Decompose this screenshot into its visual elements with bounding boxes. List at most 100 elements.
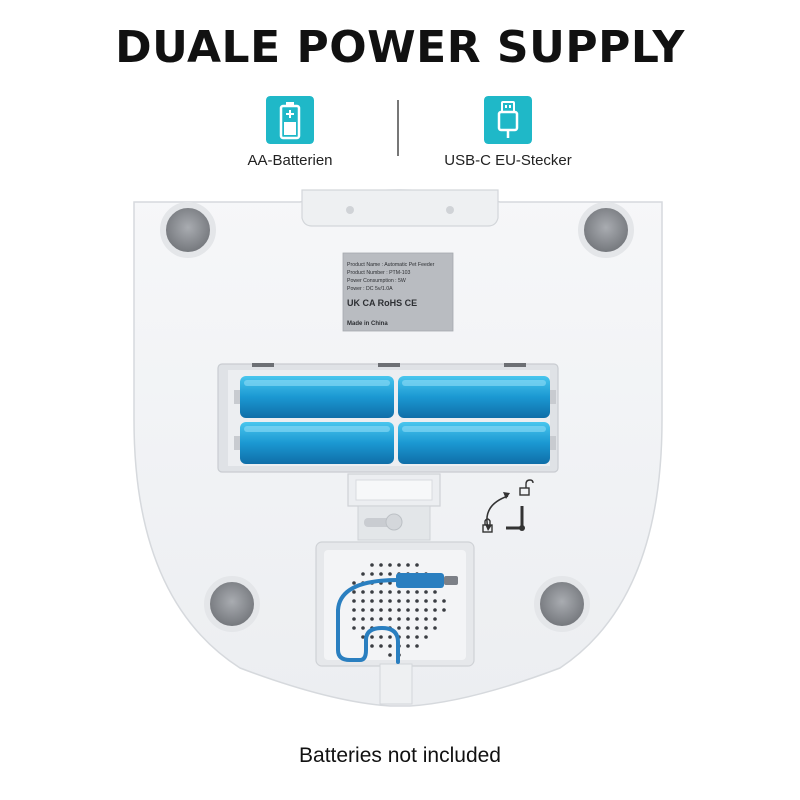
grille-hole (379, 635, 383, 639)
feature-divider (397, 100, 399, 156)
grille-hole (415, 590, 419, 594)
grille-hole (352, 626, 356, 630)
grille-hole (397, 608, 401, 612)
grille-hole (415, 599, 419, 603)
grille-hole (424, 590, 428, 594)
grille-hole (415, 617, 419, 621)
battery-cell (398, 422, 550, 464)
feature-usb-label: USB-C EU-Stecker (444, 152, 572, 169)
battery-cell (240, 422, 394, 464)
grille-hole (388, 653, 392, 657)
label-made-in: Made in China (347, 321, 388, 327)
grille-hole (406, 617, 410, 621)
grille-hole (361, 590, 365, 594)
battery-compartment (217, 363, 559, 473)
usb-plug-icon (484, 96, 532, 144)
grille-hole (397, 599, 401, 603)
grille-hole (379, 563, 383, 567)
foot-top-left (160, 202, 216, 258)
grille-hole (406, 644, 410, 648)
label-line-4: Power : DC 5v/1.0A (347, 286, 393, 292)
grille-hole (379, 572, 383, 576)
grille-hole (370, 608, 374, 612)
grille-hole (424, 626, 428, 630)
foot-bottom-right (534, 576, 590, 632)
label-line-2: Product Number : PTM-103 (347, 270, 411, 276)
grille-hole (406, 635, 410, 639)
top-notch (301, 189, 499, 227)
grille-hole (433, 590, 437, 594)
usb-c-plug (396, 573, 444, 588)
grille-hole (406, 563, 410, 567)
feature-batteries-label: AA-Batterien (247, 152, 333, 169)
battery-cell (398, 376, 550, 418)
grille-hole (370, 563, 374, 567)
grille-hole (442, 608, 446, 612)
grille-hole (361, 572, 365, 576)
grille-hole (361, 608, 365, 612)
grille-hole (352, 581, 356, 585)
unlock-icon (519, 479, 534, 496)
speaker-grille (352, 563, 446, 657)
compartment-latch (347, 473, 441, 541)
grille-hole (388, 572, 392, 576)
grille-hole (433, 617, 437, 621)
grille-hole (388, 617, 392, 621)
foot-top-right (578, 202, 634, 258)
product-label: Product Name : Automatic Pet Feeder Prod… (342, 252, 454, 332)
battery-cell (240, 376, 394, 418)
grille-hole (352, 608, 356, 612)
grille-hole (424, 635, 428, 639)
grille-hole (370, 635, 374, 639)
grille-hole (397, 590, 401, 594)
grille-hole (397, 563, 401, 567)
label-line-3: Power Consumption : 5W (347, 278, 406, 284)
grille-hole (352, 617, 356, 621)
grille-hole (370, 599, 374, 603)
grille-hole (397, 617, 401, 621)
grille-hole (406, 608, 410, 612)
grille-hole (361, 617, 365, 621)
grille-hole (415, 563, 419, 567)
feature-batteries: AA-Batterien (190, 96, 390, 169)
grille-hole (352, 599, 356, 603)
grille-hole (361, 635, 365, 639)
grille-hole (415, 644, 419, 648)
grille-hole (361, 626, 365, 630)
grille-hole (388, 608, 392, 612)
usb-port-compartment (315, 541, 475, 705)
grille-hole (415, 608, 419, 612)
grille-hole (406, 626, 410, 630)
grille-hole (433, 599, 437, 603)
grille-hole (370, 590, 374, 594)
grille-hole (388, 644, 392, 648)
grille-hole (379, 644, 383, 648)
grille-hole (424, 617, 428, 621)
foot-bottom-left (204, 576, 260, 632)
grille-hole (424, 608, 428, 612)
page-title: DUALE POWER SUPPLY (115, 22, 685, 73)
grille-hole (388, 590, 392, 594)
grille-hole (415, 635, 419, 639)
feature-usb: USB-C EU-Stecker (408, 96, 608, 169)
grille-hole (352, 590, 356, 594)
lock-icon (482, 518, 493, 533)
grille-hole (397, 626, 401, 630)
grille-hole (379, 617, 383, 621)
certification-marks: UK CA RoHS CE (347, 298, 417, 308)
label-line-1: Product Name : Automatic Pet Feeder (347, 262, 435, 268)
grille-hole (388, 563, 392, 567)
grille-hole (388, 599, 392, 603)
grille-hole (415, 626, 419, 630)
grille-hole (379, 608, 383, 612)
grille-hole (424, 599, 428, 603)
grille-hole (370, 644, 374, 648)
lock-unlock-indicator (482, 479, 534, 533)
grille-hole (406, 599, 410, 603)
grille-hole (433, 626, 437, 630)
grille-hole (370, 572, 374, 576)
grille-hole (406, 590, 410, 594)
grille-hole (388, 635, 392, 639)
grille-hole (433, 608, 437, 612)
